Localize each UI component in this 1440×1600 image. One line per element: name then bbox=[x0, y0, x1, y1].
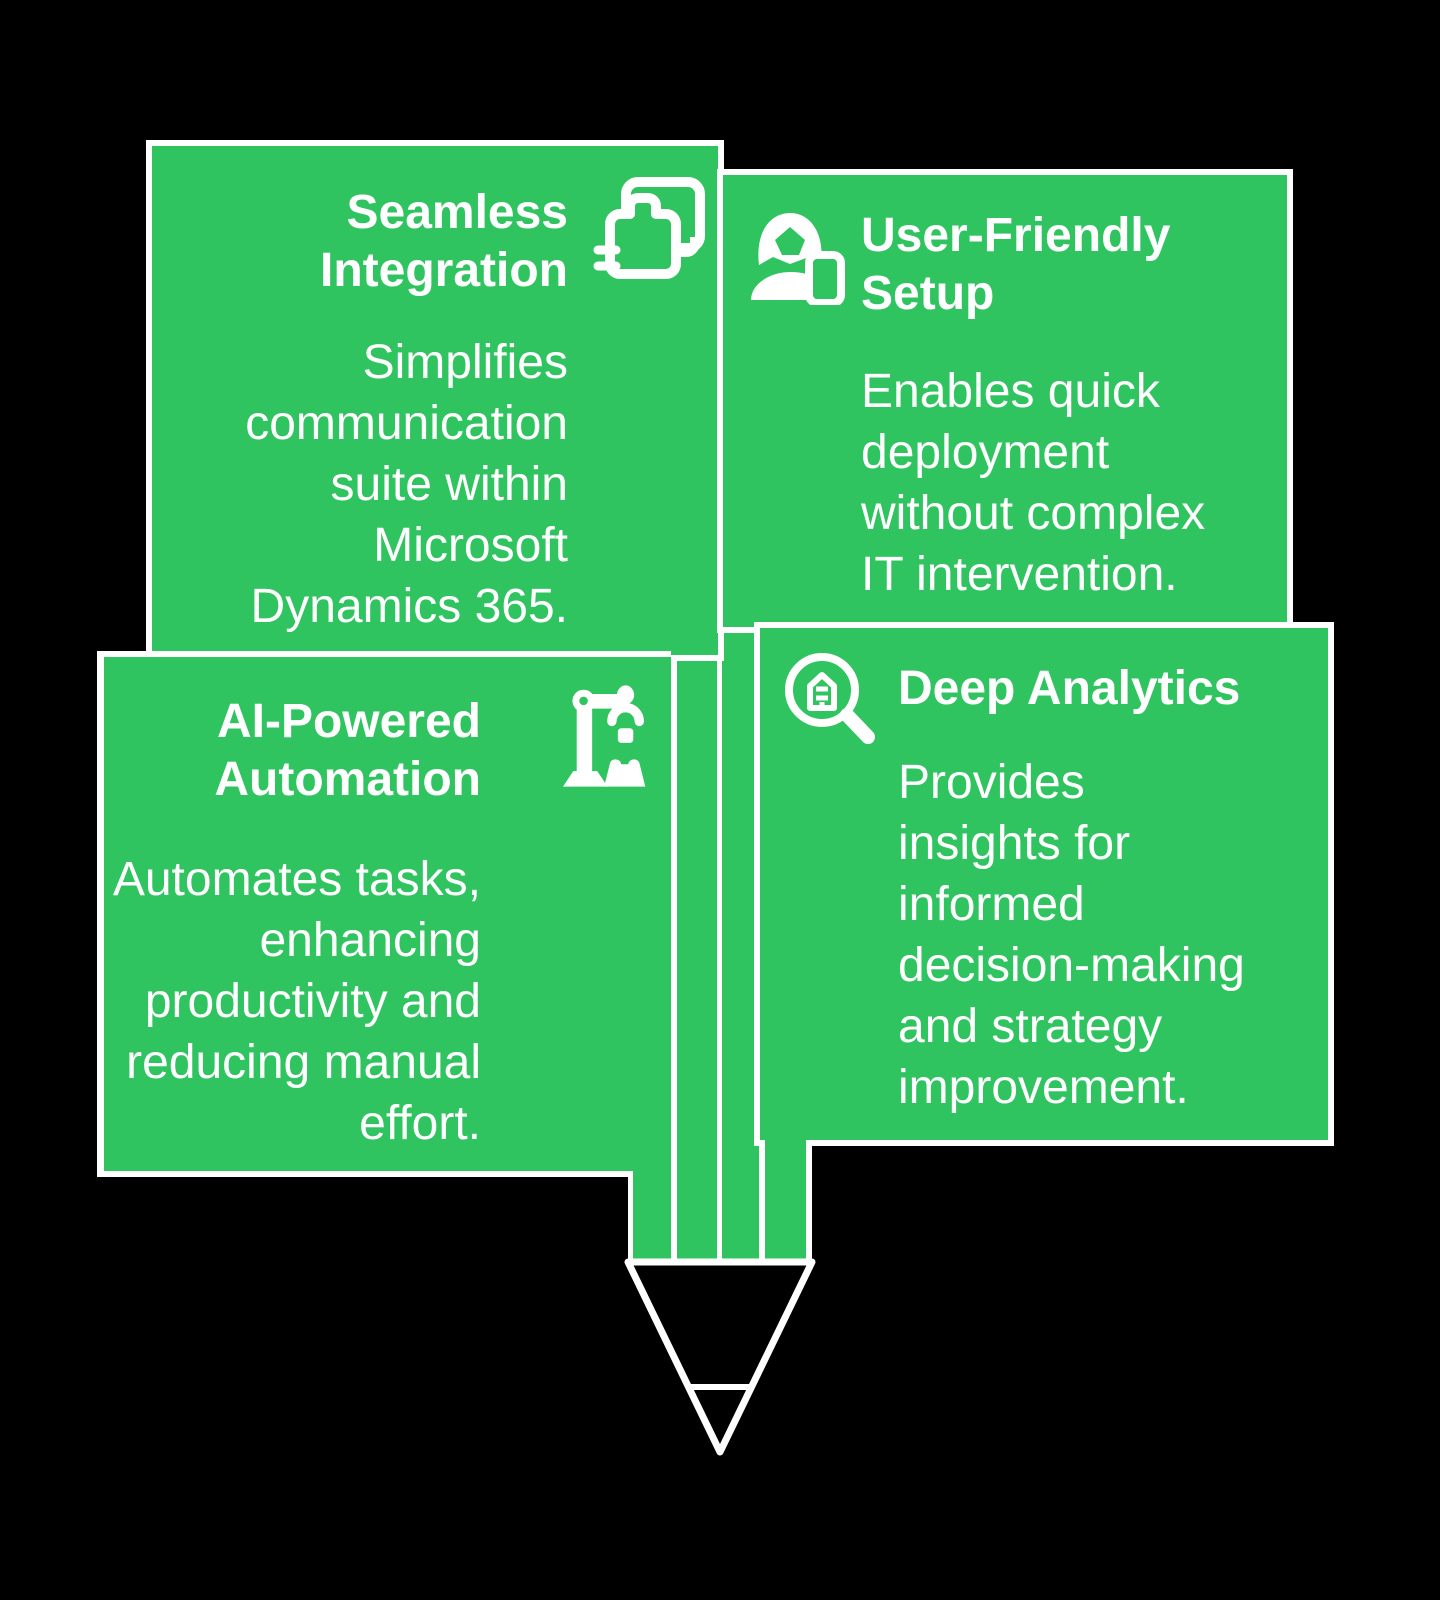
integration-modules-icon bbox=[593, 177, 705, 279]
robot-arm-icon bbox=[563, 685, 646, 787]
card-seamless-integration: Seamless Integration Simplifies communic… bbox=[146, 140, 724, 661]
card-border bbox=[754, 622, 760, 1146]
user-with-phone-icon bbox=[751, 213, 845, 305]
card-border bbox=[1328, 622, 1334, 1146]
card-border bbox=[754, 622, 1334, 628]
magnifier-analytics-icon bbox=[785, 653, 875, 744]
pencil-tip-icon bbox=[624, 1258, 816, 1456]
card-body: Simplifies communication suite within Mi… bbox=[245, 336, 568, 633]
card-border bbox=[97, 1171, 633, 1177]
card-ai-powered-automation: AI-Powered Automation Automates tasks, e… bbox=[104, 657, 671, 1171]
card-border bbox=[97, 651, 104, 1177]
card-title: Deep Analytics bbox=[898, 662, 1241, 715]
pencil-stripe bbox=[722, 618, 759, 1262]
card-body: Provides insights for informed decision-… bbox=[898, 756, 1245, 1114]
card-border bbox=[806, 1140, 1334, 1146]
card-body: Enables quick deployment without complex… bbox=[861, 365, 1206, 601]
card-deep-analytics: Deep Analytics Provides insights for inf… bbox=[760, 628, 1328, 1140]
card-border bbox=[97, 651, 671, 657]
card-body: Automates tasks, enhancing productivity … bbox=[112, 853, 481, 1150]
card-user-friendly-setup: User-Friendly Setup Enables quick deploy… bbox=[717, 169, 1293, 633]
card-title: User-Friendly Setup bbox=[861, 209, 1171, 320]
card-title: Seamless Integration bbox=[320, 186, 568, 297]
pencil-stripe bbox=[677, 618, 717, 1262]
card-title: AI-Powered Automation bbox=[214, 695, 481, 806]
